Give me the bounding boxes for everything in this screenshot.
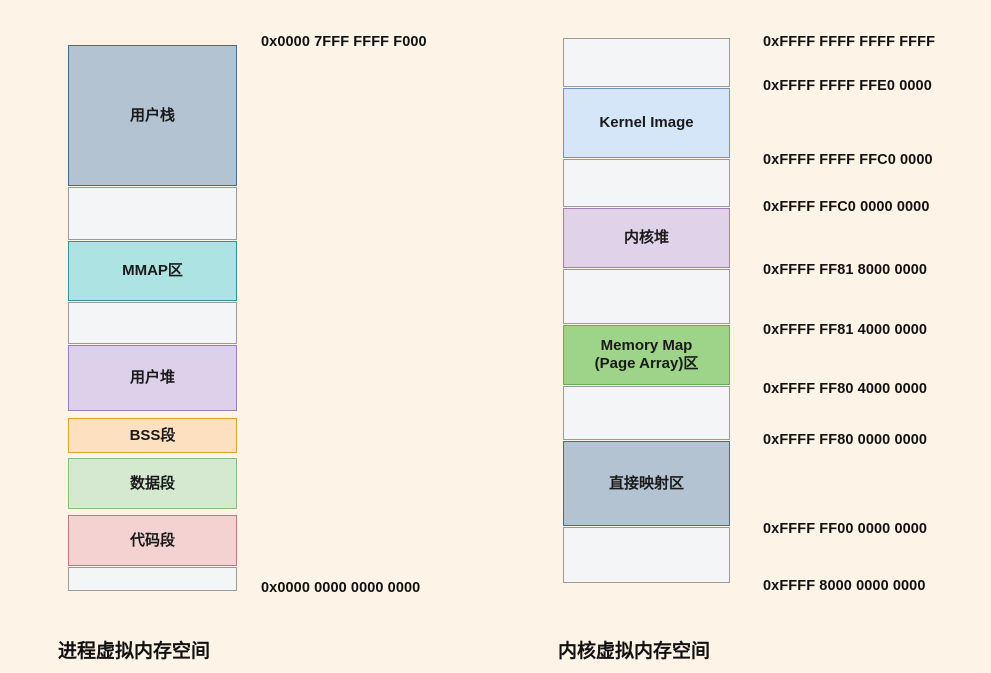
memory-region-gap-bottom xyxy=(563,527,730,583)
process-space-caption: 进程虚拟内存空间 xyxy=(58,640,211,662)
memory-region-gap-memmap-direct xyxy=(563,386,730,440)
memory-region-gap-heap-memmap xyxy=(563,269,730,324)
memory-region-gap-image-heap xyxy=(563,159,730,207)
memory-region-label: Kernel Image xyxy=(599,114,694,132)
memory-region-gap-bottom xyxy=(68,567,237,591)
memory-region-label: 代码段 xyxy=(129,530,175,549)
address-label-kern-addr-3: 0xFFFF FFFF FFC0 0000 xyxy=(763,152,933,168)
address-label-proc-addr-top: 0x0000 7FFF FFFF F000 xyxy=(261,34,427,50)
memory-region-kernel-heap: 内核堆 xyxy=(563,208,730,268)
address-label-kern-addr-7: 0xFFFF FF80 4000 0000 xyxy=(763,381,928,397)
address-label-kern-addr-10: 0xFFFF 8000 0000 0000 xyxy=(763,578,926,594)
address-label-kern-addr-8: 0xFFFF FF80 0000 0000 xyxy=(763,432,928,448)
memory-region-mmap-region: MMAP区 xyxy=(68,241,237,301)
address-label-kern-addr-5: 0xFFFF FF81 8000 0000 xyxy=(763,262,928,278)
memory-region-text-segment: 代码段 xyxy=(68,515,237,566)
memory-region-gap-top xyxy=(563,38,730,87)
memory-region-data-segment: 数据段 xyxy=(68,458,237,509)
memory-region-bss-segment: BSS段 xyxy=(68,418,237,453)
memory-region-gap-stack-mmap xyxy=(68,187,237,240)
address-label-kern-addr-6: 0xFFFF FF81 4000 0000 xyxy=(763,322,928,338)
memory-region-direct-mapping-region: 直接映射区 xyxy=(563,441,730,526)
memory-region-gap-mmap-heap xyxy=(68,302,237,344)
memory-region-label: Memory Map (Page Array)区 xyxy=(594,337,699,372)
memory-region-user-stack: 用户栈 xyxy=(68,45,237,186)
address-label-kern-addr-2: 0xFFFF FFFF FFE0 0000 xyxy=(763,78,932,94)
memory-region-label: 用户堆 xyxy=(129,368,175,387)
memory-region-memory-map-region: Memory Map (Page Array)区 xyxy=(563,325,730,385)
address-label-kern-addr-4: 0xFFFF FFC0 0000 0000 xyxy=(763,199,930,215)
memory-region-kernel-image: Kernel Image xyxy=(563,88,730,158)
address-label-kern-addr-1: 0xFFFF FFFF FFFF FFFF xyxy=(763,34,936,50)
memory-region-label: BSS段 xyxy=(129,426,176,444)
memory-region-label: 内核堆 xyxy=(623,228,669,247)
memory-region-label: 直接映射区 xyxy=(608,473,684,492)
address-label-kern-addr-9: 0xFFFF FF00 0000 0000 xyxy=(763,521,928,537)
address-label-proc-addr-bottom: 0x0000 0000 0000 0000 xyxy=(261,580,421,596)
memory-region-user-heap: 用户堆 xyxy=(68,345,237,411)
memory-region-label: MMAP区 xyxy=(122,262,183,280)
memory-region-label: 数据段 xyxy=(129,473,175,492)
memory-region-label: 用户栈 xyxy=(129,105,175,124)
kernel-space-caption: 内核虚拟内存空间 xyxy=(558,640,711,662)
